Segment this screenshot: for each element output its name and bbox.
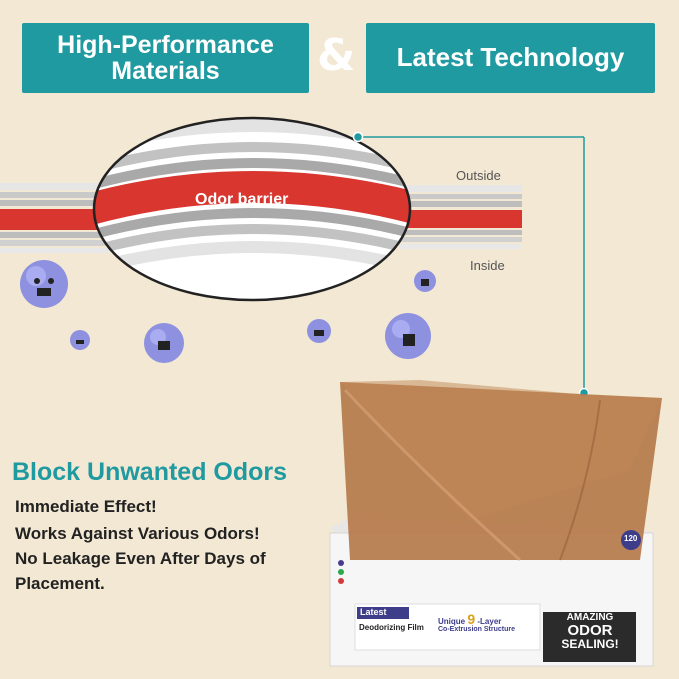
germ-icon — [20, 260, 68, 308]
benefit-item: No Leakage Even After Days of — [15, 549, 266, 568]
seal-line2: ODOR — [567, 622, 613, 639]
box-film-text: Deodorizing Film — [359, 623, 424, 632]
seal-badge — [543, 612, 636, 662]
seal-line1: AMAZING — [566, 612, 614, 623]
seal-text: AMAZING ODOR SEALING! — [546, 612, 634, 651]
germ-icon — [414, 270, 436, 292]
film-strip-right — [400, 185, 522, 249]
materials-badge: High-Performance Materials — [22, 23, 309, 93]
germ-icon — [385, 313, 431, 359]
box-coextrusion-text: Co-Extrusion Structure — [438, 626, 516, 633]
count-badge: 120 — [624, 534, 638, 543]
odor-germs — [20, 260, 436, 363]
inside-label: Inside — [470, 258, 505, 273]
materials-badge-line2: Materials — [111, 57, 220, 85]
box-layer-count: 9 — [467, 611, 476, 627]
germ-icon — [70, 330, 90, 350]
film-strip-left — [0, 183, 110, 253]
box-unique-word: Unique — [438, 617, 466, 626]
outside-label: Outside — [456, 168, 501, 183]
box-brand-word: Latest — [360, 607, 387, 617]
odor-barrier-label: Odor barrier — [195, 191, 289, 208]
seal-line3: SEALING! — [561, 637, 619, 651]
benefit-item: Immediate Effect! — [15, 497, 157, 516]
benefit-item: Placement. — [15, 574, 105, 593]
germ-icon — [144, 323, 184, 363]
materials-badge-line1: High-Performance — [57, 30, 274, 59]
film-layers-diagram — [0, 116, 590, 399]
germ-icon — [307, 319, 331, 343]
ampersand: & — [317, 30, 356, 81]
technology-badge: Latest Technology — [366, 23, 655, 93]
benefit-item: Works Against Various Odors! — [15, 524, 260, 543]
callout-connector — [352, 131, 590, 399]
box-unique-text: Unique 9 -Layer — [438, 611, 501, 627]
box-layer-word: -Layer — [477, 617, 502, 626]
benefits-title: Block Unwanted Odors — [12, 458, 288, 486]
